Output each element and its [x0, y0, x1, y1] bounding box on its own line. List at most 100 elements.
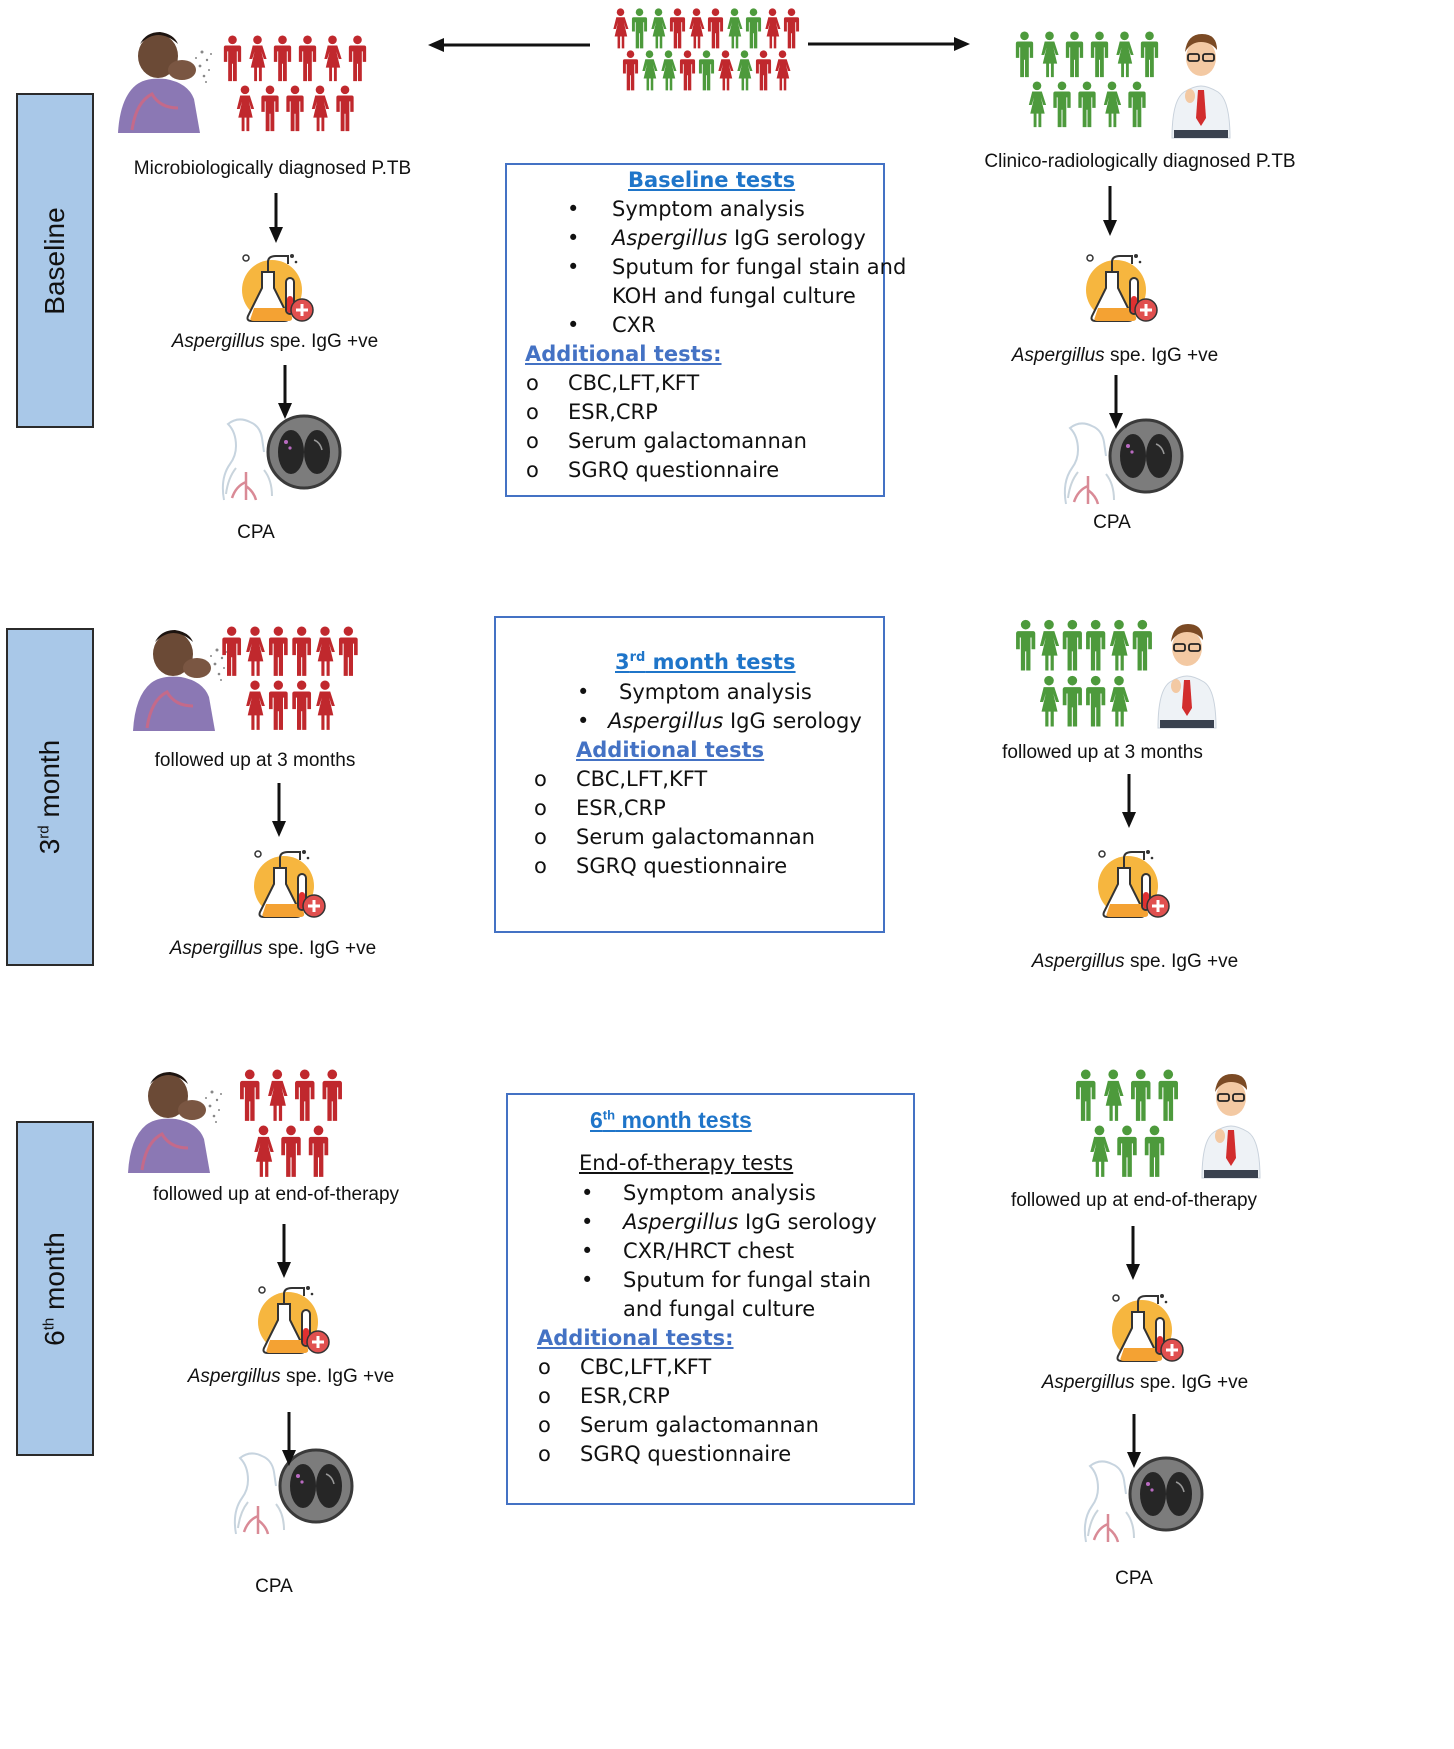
cpa-label: CPA [1093, 512, 1131, 533]
arrow-right [808, 37, 970, 51]
down-arrow [1103, 186, 1117, 236]
person-icon [308, 1125, 329, 1177]
person-icon [1015, 31, 1034, 78]
person-icon [236, 85, 255, 132]
right-followup-3: followed up at 3 months [1002, 742, 1203, 763]
lung-ct-icon [221, 414, 342, 501]
person-icon [316, 626, 335, 676]
person-icon [246, 680, 265, 730]
person-icon [1062, 675, 1082, 727]
person-icon [316, 680, 335, 730]
cpa-label: CPA [255, 1576, 293, 1597]
list-item: •CXR/HRCT chest [581, 1239, 795, 1263]
person-icon [1065, 31, 1084, 78]
person-icon [1109, 675, 1130, 727]
person-icon [1128, 81, 1146, 128]
lung-ct-icon [1083, 1456, 1204, 1543]
phase-month3-box: 3rd month [6, 628, 94, 966]
red-group-month6 [240, 1069, 342, 1177]
baseline-tests-title: Baseline tests [628, 168, 796, 192]
list-item: •Symptom analysis [567, 197, 805, 221]
person-icon [1132, 619, 1152, 671]
person-icon [254, 1125, 274, 1177]
person-icon [336, 85, 354, 132]
person-icon [1062, 619, 1082, 671]
phase-month6-label: 6th month [39, 1231, 70, 1346]
down-arrow [269, 193, 283, 243]
month3-additional-title: Additional tests [576, 738, 765, 762]
person-icon [1116, 31, 1134, 78]
person-icon [311, 85, 330, 132]
person-icon [223, 35, 242, 82]
person-icon [268, 1069, 288, 1121]
phase-baseline-label: Baseline [39, 206, 70, 315]
list-item: •Aspergillus IgG serology [577, 709, 862, 733]
igg-label: Aspergillus spe. IgG +ve [1011, 345, 1219, 366]
right-group-label: Clinico-radiologically diagnosed P.TB [984, 151, 1296, 172]
doctor-icon [1157, 624, 1217, 729]
month6-subtitle: End-of-therapy tests [579, 1151, 794, 1175]
igg-label: Aspergillus spe. IgG +ve [1031, 951, 1239, 972]
month6-additional-title: Additional tests: [537, 1326, 734, 1350]
month3-tests-box: 3rd month tests •Symptom analysis •Asper… [494, 616, 885, 933]
left-followup-3: followed up at 3 months [154, 750, 356, 771]
baseline-additional-title: Additional tests: [525, 342, 722, 366]
person-icon [286, 85, 304, 132]
person-icon [1028, 81, 1047, 128]
down-arrow [1109, 375, 1123, 429]
green-group-month3 [1016, 619, 1152, 727]
red-group-baseline [223, 35, 367, 132]
person-icon [1090, 31, 1109, 78]
person-icon [348, 35, 367, 82]
person-icon [1103, 81, 1122, 128]
baseline-tests-box: Baseline tests •Symptom analysis •Asperg… [505, 163, 906, 497]
month3-tests-title: 3rd month tests [615, 650, 796, 674]
lab-flask-icon [242, 254, 314, 322]
list-item: •Symptom analysis [577, 680, 812, 704]
month6-tests-title: 6th month tests [590, 1107, 752, 1133]
person-icon [1104, 1069, 1124, 1121]
person-icon [295, 1069, 315, 1121]
list-item: and fungal culture [623, 1297, 816, 1321]
person-icon [322, 1069, 342, 1121]
lab-flask-icon [1112, 1294, 1184, 1362]
person-icon [1053, 81, 1071, 128]
person-icon [281, 1125, 301, 1177]
green-group-baseline [1015, 31, 1159, 128]
right-followup-6: followed up at end-of-therapy [1010, 1190, 1258, 1211]
down-arrow [282, 1412, 296, 1466]
list-item: •Sputum for fungal stain [581, 1268, 872, 1292]
down-arrow [1122, 774, 1136, 828]
person-icon [268, 680, 288, 730]
person-icon [222, 626, 242, 676]
green-group-month6 [1076, 1069, 1178, 1177]
coughing-patient-icon [118, 32, 212, 133]
lab-flask-icon [254, 850, 326, 918]
igg-label: Aspergillus spe. IgG +ve [187, 1366, 395, 1387]
lung-ct-icon [1063, 418, 1184, 505]
person-icon [1041, 31, 1059, 78]
left-followup-6: followed up at end-of-therapy [152, 1184, 400, 1205]
person-icon [338, 626, 358, 676]
person-icon [324, 35, 342, 82]
person-icon [298, 35, 317, 82]
list-item: •Aspergillus IgG serology [581, 1210, 877, 1234]
person-icon [1117, 1125, 1137, 1177]
phase-month3-label: 3rd month [34, 739, 65, 855]
down-arrow [1126, 1226, 1140, 1280]
down-arrow [277, 1224, 291, 1278]
person-icon [1144, 1125, 1165, 1177]
list-item: •Aspergillus IgG serology [567, 226, 866, 250]
list-item: •CXR [567, 313, 656, 337]
month6-tests-box: 6th month tests End-of-therapy tests •Sy… [506, 1093, 915, 1505]
person-icon [1086, 675, 1106, 727]
